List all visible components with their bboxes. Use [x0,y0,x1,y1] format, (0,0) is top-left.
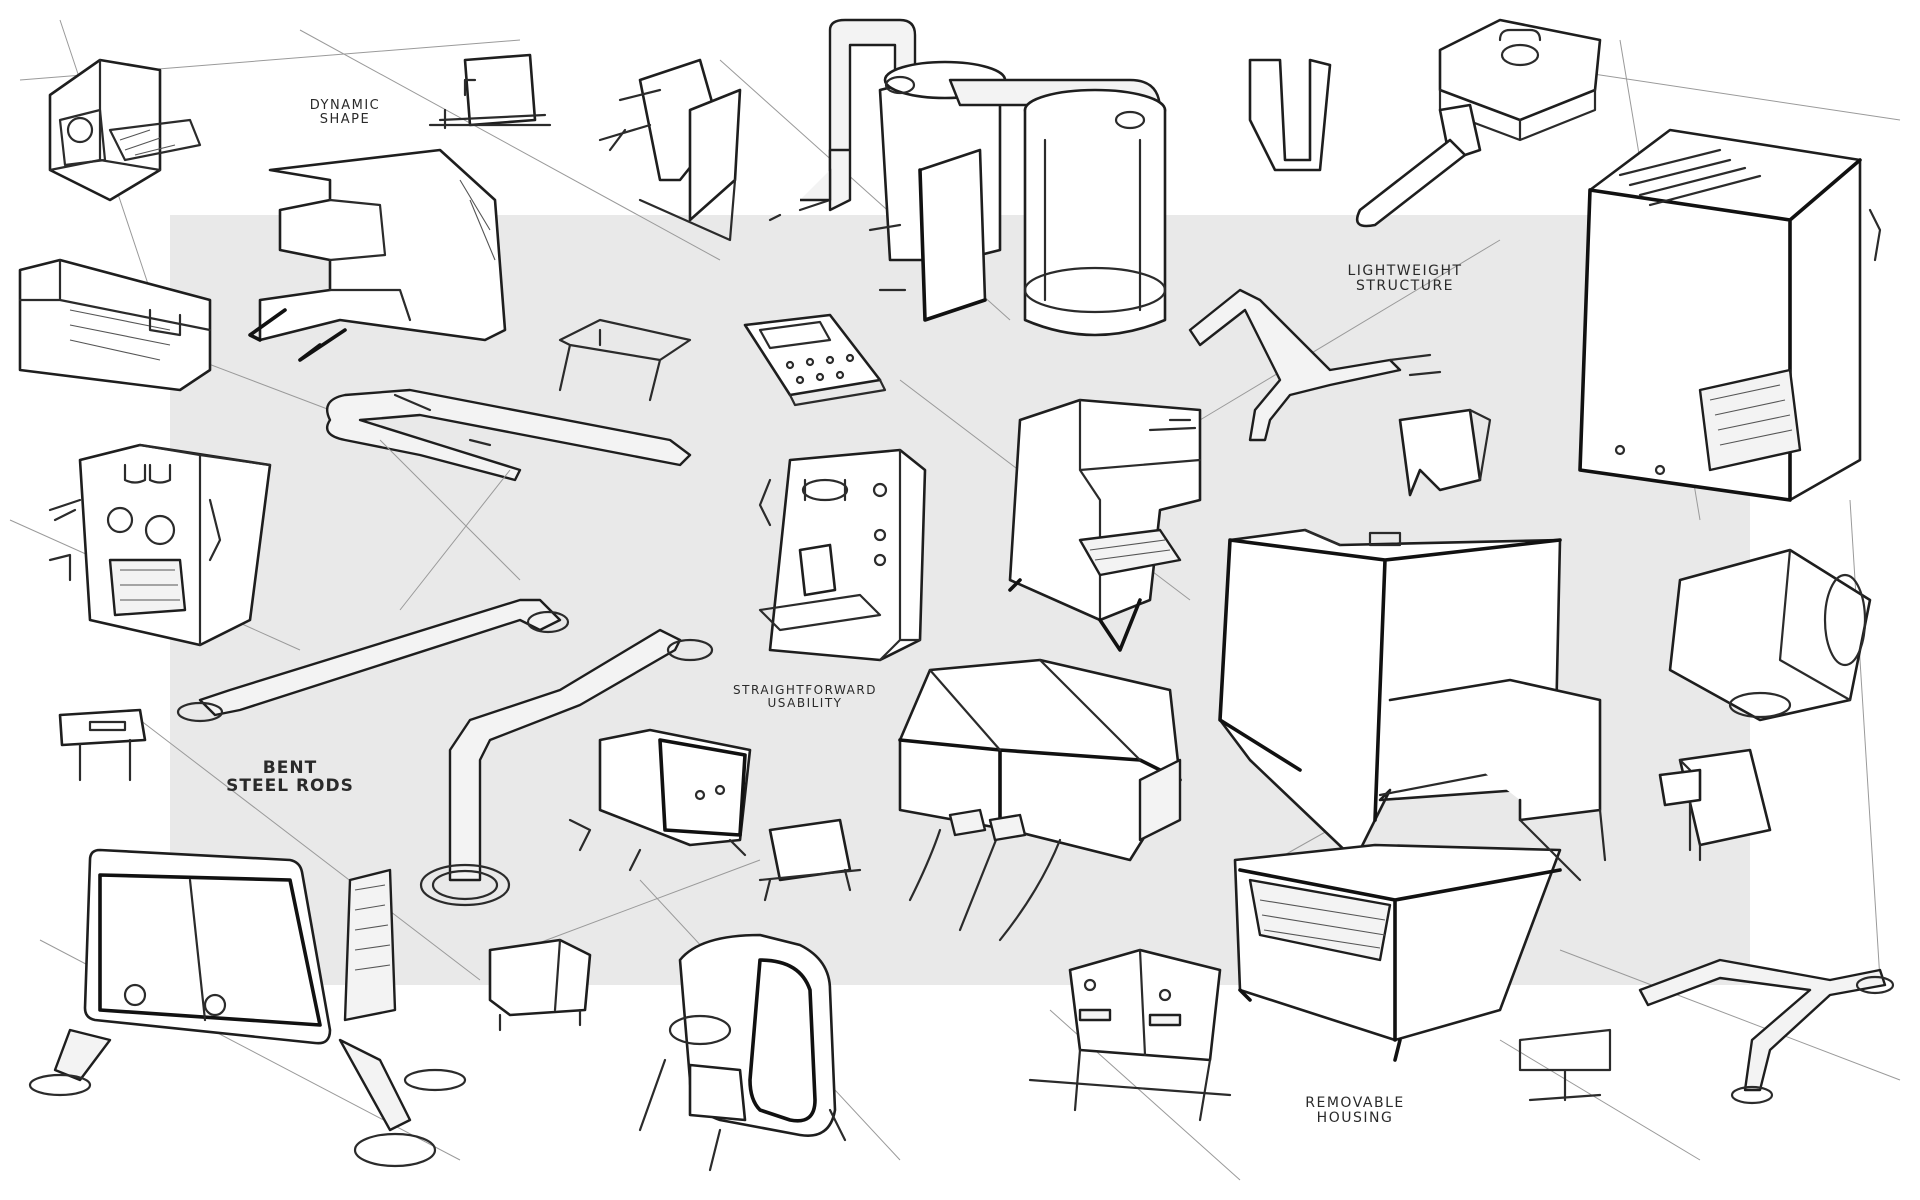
sketch-framed-box-mid [568,728,862,902]
sketch-removable-housing [1218,528,1607,1062]
annotation-line: LIGHTWEIGHT [1347,263,1463,279]
annotation-line: BENT [262,758,318,778]
sketch-machine-with-gauge [48,443,272,647]
annotation-removable-housing: REMOVABLE HOUSING [1270,1096,1440,1125]
sketch-tall-housing-top-right [1578,128,1882,502]
sketch-dynamic-shape-housing [248,148,507,362]
sketch-straightforward-machine [758,448,927,662]
sketch-rounded-machine [638,933,847,1172]
annotation-line: SHAPE [319,111,371,127]
sketch-espresso-front-left [18,258,212,392]
sketch-small-box-left [58,708,147,782]
sketch-right-stand [1518,1028,1612,1102]
sketch-framed-housing-bottom-left [28,848,467,1168]
sketch-small-stand [558,318,692,402]
annotation-straightforward-usability: STRAIGHTFORWARD USABILITY [700,684,910,709]
sketch-boiler-assembly [768,18,1167,337]
sketch-right-side-cylinder [1668,548,1872,722]
annotation-bent-steel-rods: BENT STEEL RODS [195,758,385,796]
sketch-right-small-box [1658,748,1772,862]
annotation-dynamic-shape: DYNAMIC SHAPE [270,99,420,126]
sketch-small-bracket [1398,408,1492,497]
annotation-line: DYNAMIC [309,98,381,113]
sketch-lightweight-rod [1188,288,1442,442]
sketch-top-left-box [48,58,202,202]
sketch-twin-housing-cables [898,658,1182,942]
sketch-drip-tray [743,313,887,407]
sketch-bottom-twin-box [1028,948,1232,1122]
sketch-mid-dispenser-machine [1008,398,1202,652]
sketch-cup-plate [1355,18,1602,228]
annotation-line: STEEL RODS [226,775,354,796]
sketch-bent-rods-upper [325,388,692,611]
annotation-lightweight-structure: LIGHTWEIGHT STRUCTURE [1320,264,1490,293]
sketch-u-bracket [1248,58,1332,172]
sketch-tilted-bracket [598,58,742,242]
annotation-line: USABILITY [767,695,843,710]
sketch-small-side-view [428,53,552,130]
annotation-line: REMOVABLE [1305,1095,1405,1111]
sketch-right-bent-rod [1638,958,1895,1105]
annotation-line: HOUSING [1316,1109,1394,1126]
sketch-small-toaster [488,938,592,1032]
sketch-bent-rods-lower [176,598,714,907]
annotation-line: STRUCTURE [1355,277,1455,294]
annotation-line: STRAIGHTFORWARD [733,683,877,697]
